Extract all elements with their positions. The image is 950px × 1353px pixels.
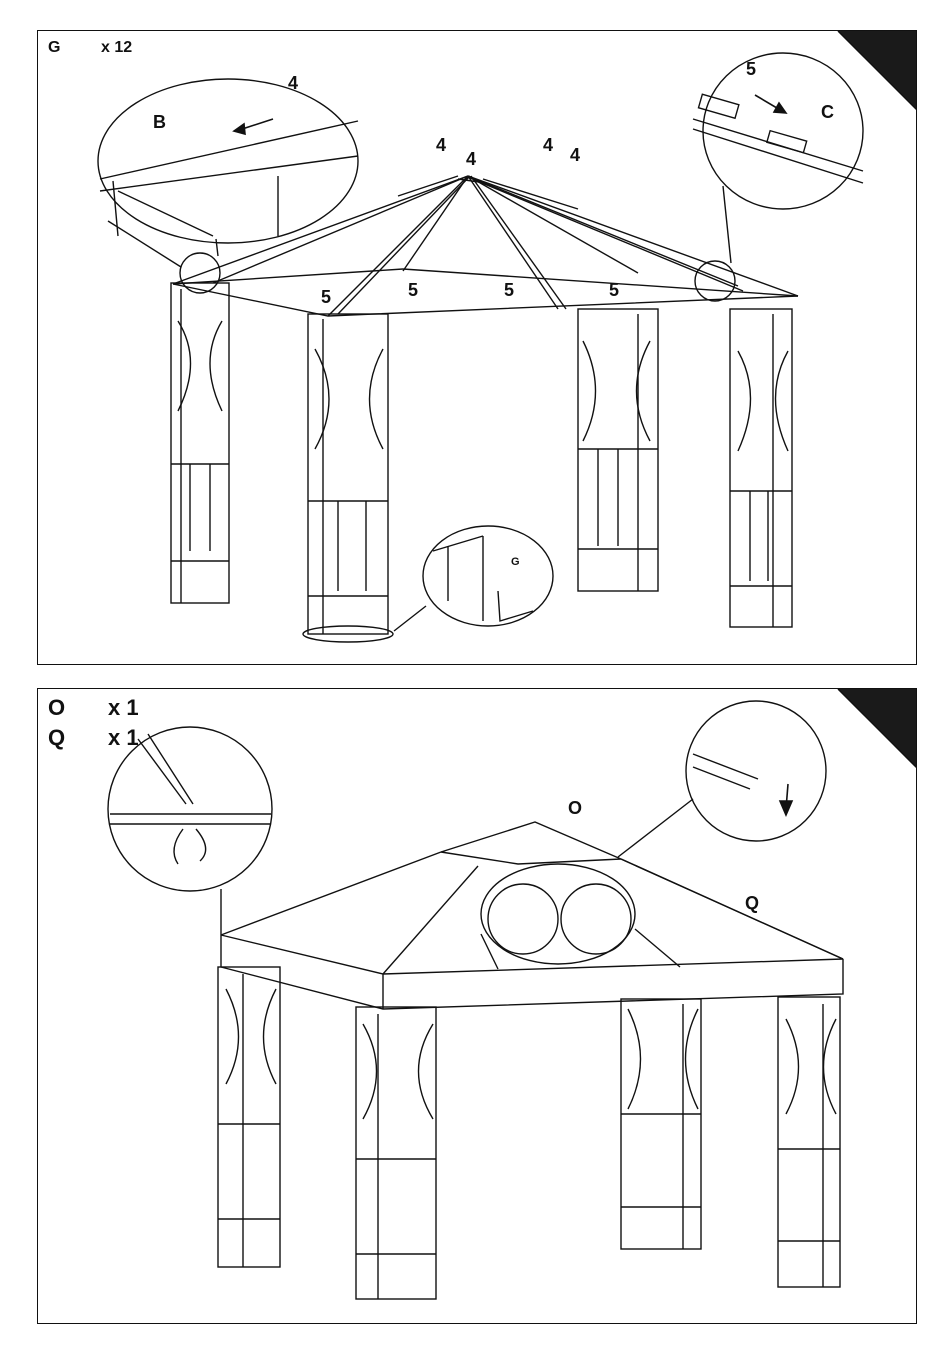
callout-4-a: 4 [436,135,446,155]
callout-g: G [511,556,520,568]
callout-b: B [153,112,166,132]
callout-c: C [821,102,834,122]
callout-4-d: 4 [570,145,580,165]
callout-5-b: 5 [408,280,418,300]
gazebo-frame-diagram: 4 B 4 4 4 4 5 C 5 5 5 5 G [38,31,917,665]
callout-5-d: 5 [609,280,619,300]
callout-o: O [568,798,582,818]
callout-5-c: 5 [504,280,514,300]
callout-4-c: 4 [543,135,553,155]
assembly-step-canopy: O x 1 Q x 1 [37,688,917,1324]
callout-5-a: 5 [321,287,331,307]
gazebo-canopy-diagram: O Q [38,689,917,1324]
assembly-step-frame: G x 12 [37,30,917,665]
canopy-drawing [108,701,843,1299]
callout-4-detail: 4 [288,73,298,93]
callout-4-b: 4 [466,149,476,169]
frame-drawing [98,53,863,642]
callout-arrows [780,784,792,815]
callout-q: Q [745,893,759,913]
callout-5-detail: 5 [746,59,756,79]
